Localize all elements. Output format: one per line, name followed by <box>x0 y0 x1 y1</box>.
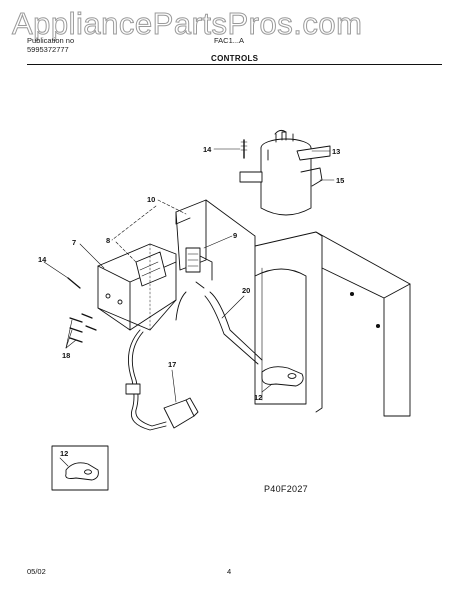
footer-date: 05/02 <box>27 567 46 576</box>
callout-17: 17 <box>168 360 176 369</box>
power-cord <box>125 329 199 431</box>
callout-12-main: 12 <box>254 393 262 402</box>
leader-lines <box>43 148 335 403</box>
callout-labels: 14 13 15 10 9 8 7 14 20 18 17 12 12 <box>38 145 344 458</box>
model-number: FAC1...A <box>214 36 245 45</box>
screws-18 <box>69 313 97 343</box>
screw-14-top <box>240 139 248 159</box>
thermistor-clip <box>261 366 304 387</box>
callout-14-top: 14 <box>203 145 212 154</box>
footer-page-number: 4 <box>227 567 232 576</box>
screw-14-left <box>67 277 81 289</box>
wire-harness <box>175 281 263 365</box>
callout-12-inset: 12 <box>60 449 68 458</box>
inset-box-clip-12 <box>51 445 109 491</box>
watermark-logo: AppliancePartsPros.com <box>11 6 363 42</box>
callout-7: 7 <box>72 238 76 247</box>
callout-13: 13 <box>332 147 340 156</box>
drawing-code: P40F2027 <box>264 484 308 494</box>
callout-14-left: 14 <box>38 255 47 264</box>
callout-20: 20 <box>242 286 250 295</box>
section-title: CONTROLS <box>211 54 259 63</box>
callout-8: 8 <box>106 236 110 245</box>
callout-10: 10 <box>147 195 155 204</box>
header-rule <box>27 64 442 65</box>
control-bracket <box>97 199 213 331</box>
callout-9: 9 <box>233 231 237 240</box>
callout-15: 15 <box>336 176 344 185</box>
callout-18: 18 <box>62 351 70 360</box>
part-number: 5995372777 <box>27 45 69 54</box>
publication-label: Publication no <box>27 36 75 45</box>
capacitor <box>239 129 331 216</box>
